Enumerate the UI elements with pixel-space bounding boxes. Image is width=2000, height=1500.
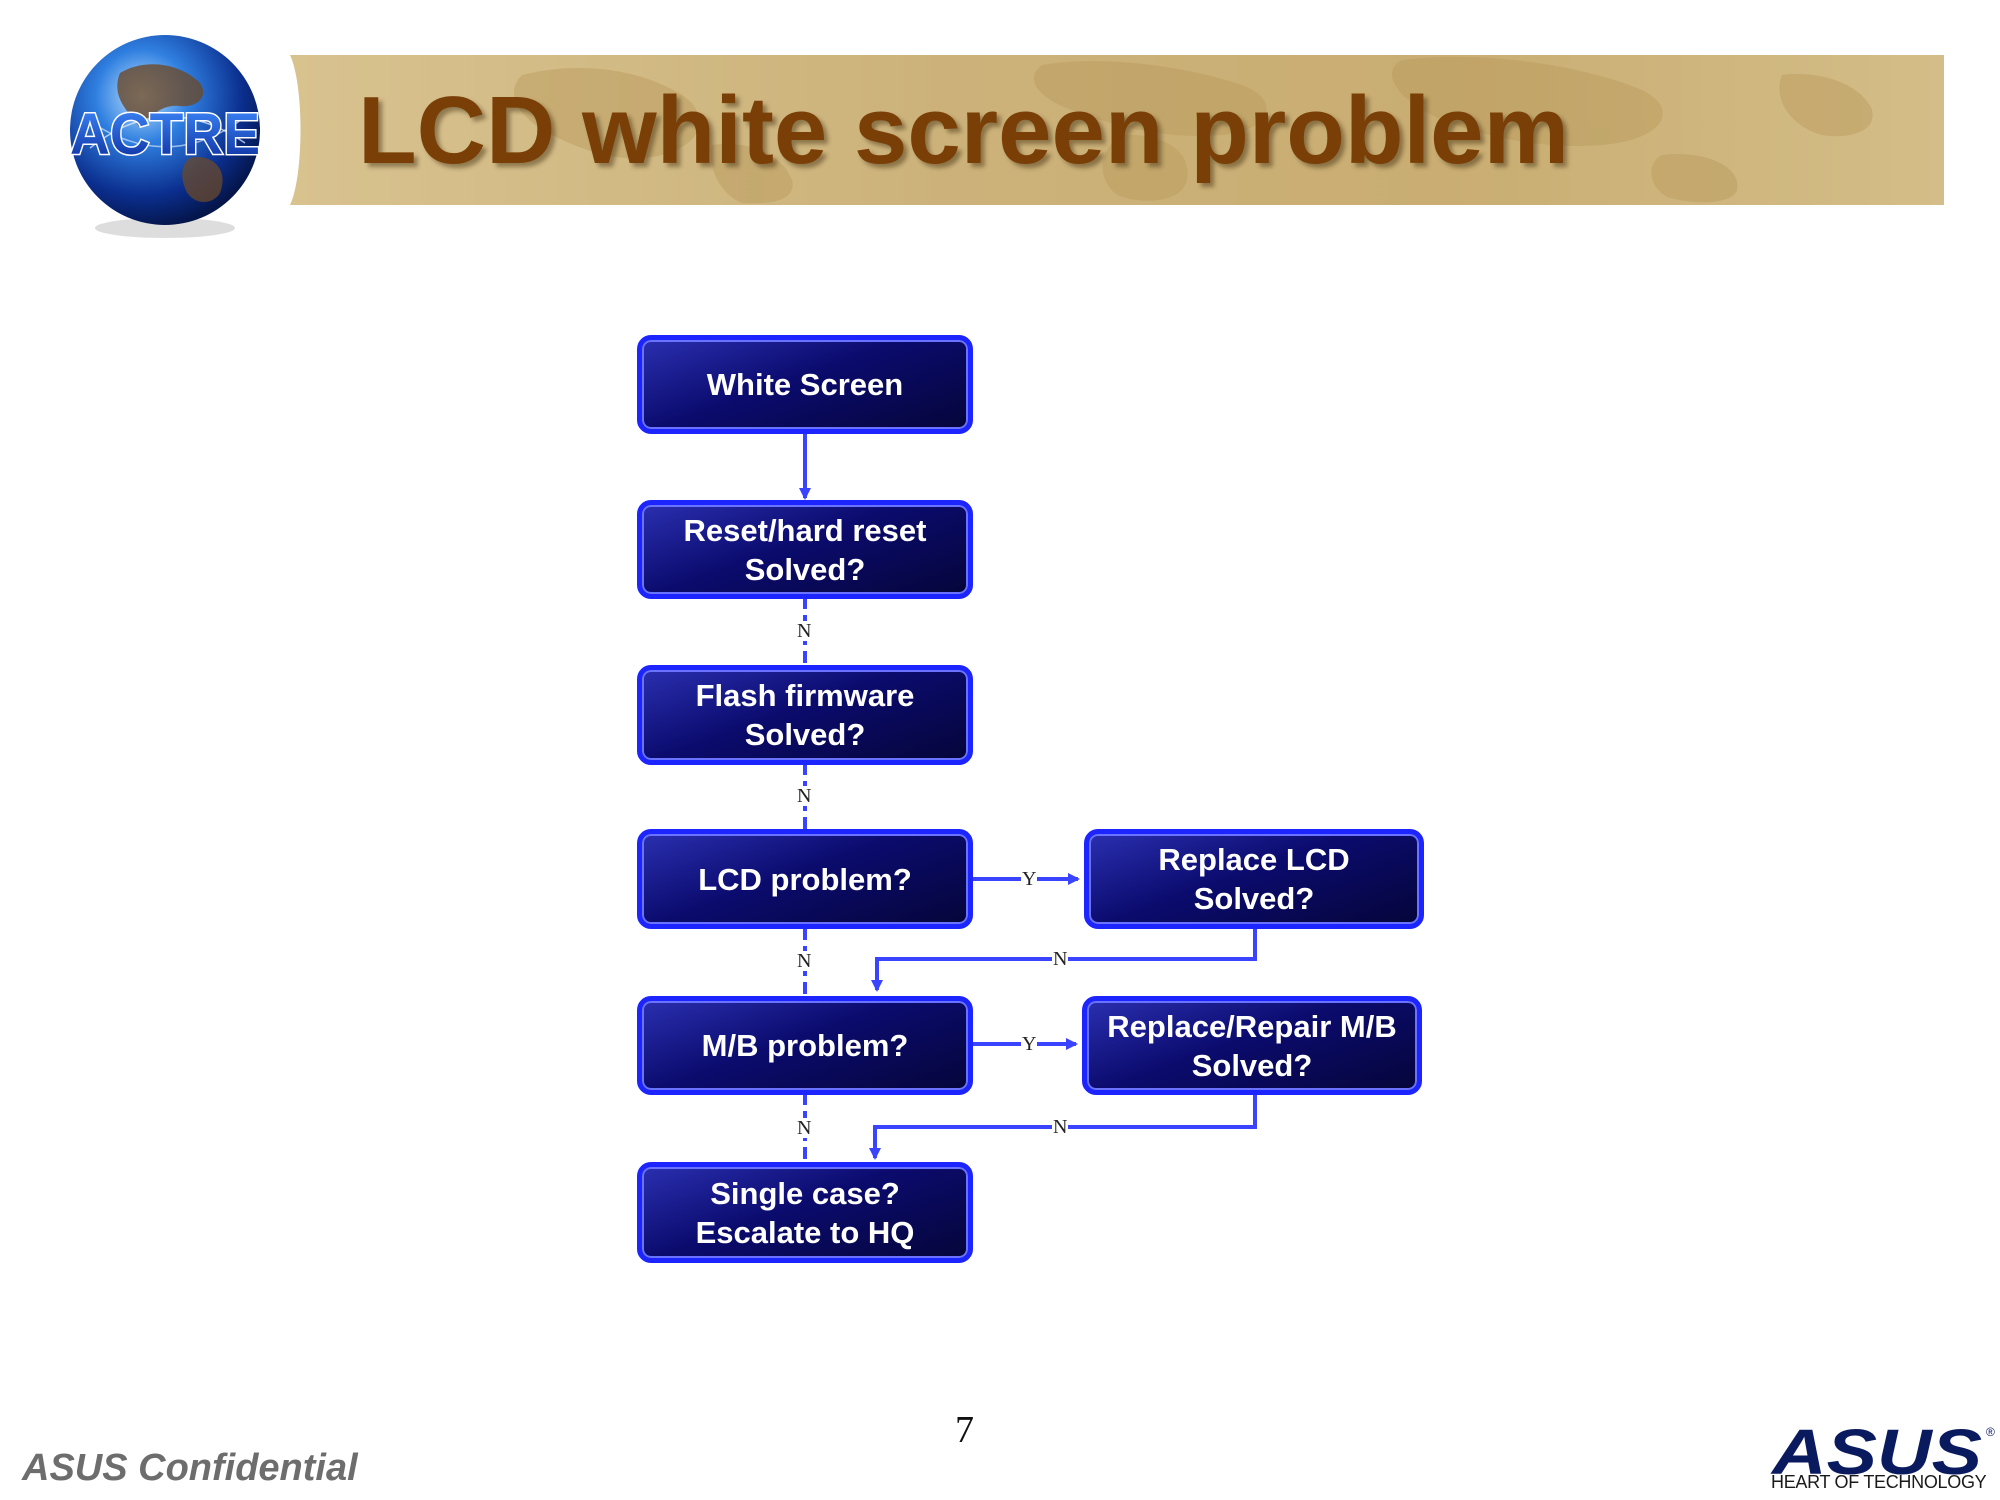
edge-label-mb-replace: Y (1021, 1033, 1038, 1055)
node-white-screen: White Screen (637, 335, 973, 434)
node-replace-mb: Replace/Repair M/B Solved? (1082, 996, 1422, 1095)
node-replace-lcd-line-2: Solved? (1193, 881, 1315, 916)
page-title: LCD white screen problem (358, 77, 1569, 184)
asus-tagline: HEART OF TECHNOLOGY (1771, 1472, 1987, 1492)
node-mb-problem-label: M/B problem? (701, 1028, 909, 1063)
node-single-case: Single case? Escalate to HQ (637, 1162, 973, 1263)
node-single-case-line-2: Escalate to HQ (695, 1214, 915, 1250)
node-flash-line-1: Flash firmware (695, 678, 915, 713)
asus-logo: ASUS ® (1770, 1418, 1995, 1488)
node-white-screen-label: White Screen (706, 367, 904, 402)
banner-notch (282, 55, 301, 205)
node-reset-line-2: Solved? (744, 551, 866, 587)
title-banner (282, 55, 1944, 205)
node-replace-mb-line-1: Replace/Repair M/B (1107, 1008, 1397, 1044)
node-single-case-line-1: Single case? (710, 1175, 900, 1211)
node-flash: Flash firmware Solved? (637, 665, 973, 765)
node-replace-lcd-line-1: Replace LCD (1158, 842, 1350, 877)
node-reset: Reset/hard reset Solved? (637, 500, 973, 599)
page-number: 7 (955, 1409, 974, 1451)
confidential-label: ASUS Confidential (22, 1447, 358, 1489)
node-flash-line-2: Solved? (744, 717, 866, 752)
node-mb-problem: M/B problem? (637, 996, 973, 1095)
world-map-watermark (513, 56, 1873, 204)
edge-label-flash-lcd: N (796, 785, 813, 807)
node-replace-mb-line-2: Solved? (1191, 1047, 1313, 1083)
actre-logo: ACTRE (69, 35, 262, 238)
edge-label-reset-flash: N (796, 620, 813, 642)
edge-label-lcd-mb: N (796, 950, 813, 972)
actre-logo-text: ACTRE (70, 102, 260, 167)
edge-label-mb-single: N (796, 1117, 813, 1139)
node-reset-line-1: Reset/hard reset (683, 512, 927, 548)
registered-mark: ® (1986, 1425, 1995, 1439)
node-lcd-problem-label: LCD problem? (698, 861, 912, 897)
edge-label-lcd-replace: Y (1021, 868, 1038, 890)
asus-logo-text: ASUS (1770, 1418, 1983, 1488)
edge-label-replace-lcd-mb: N (1052, 948, 1069, 970)
node-replace-lcd: Replace LCD Solved? (1084, 829, 1424, 929)
node-lcd-problem: LCD problem? (637, 829, 973, 929)
edge-label-replace-mb-single: N (1052, 1116, 1069, 1138)
